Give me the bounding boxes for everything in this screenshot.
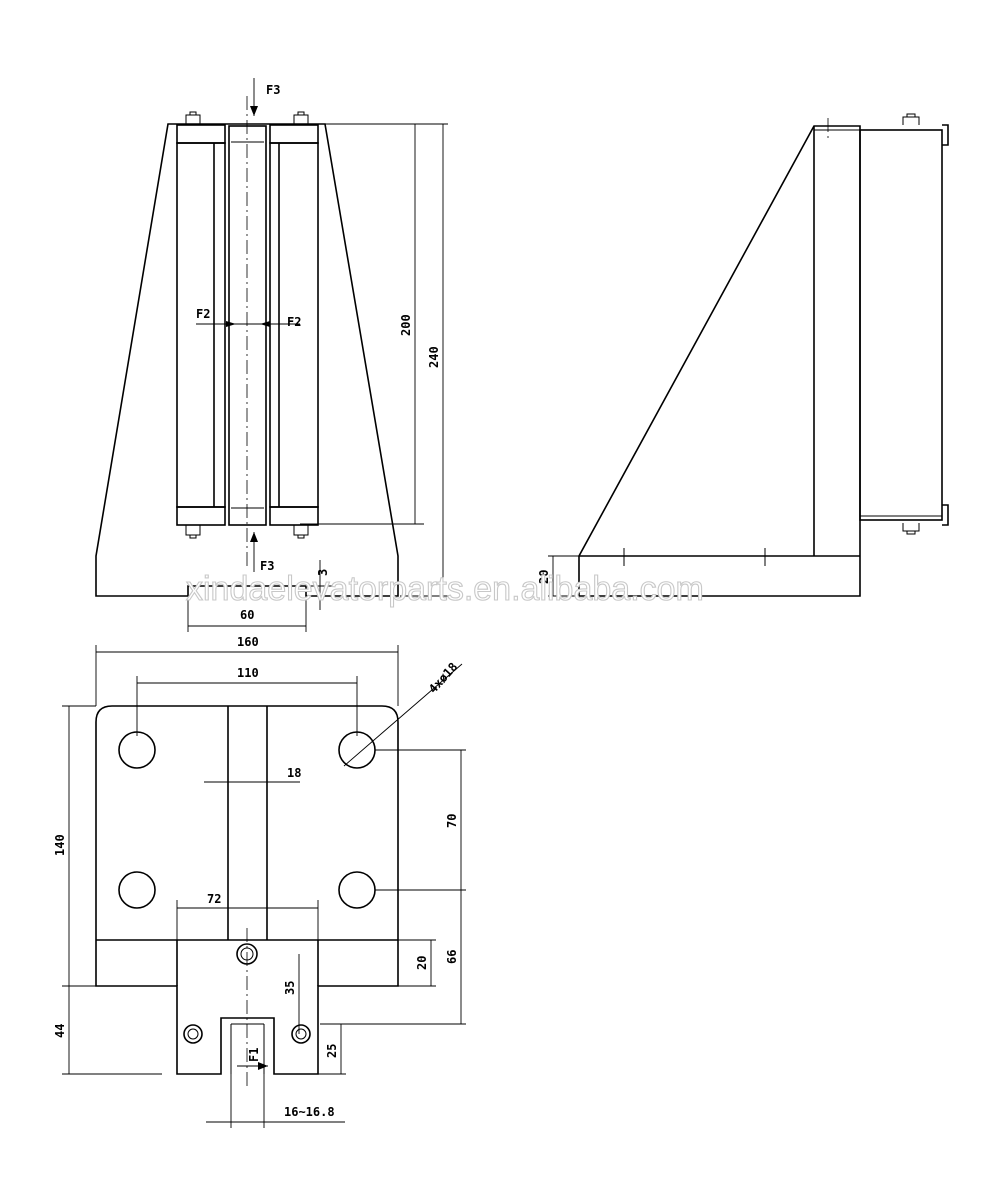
dimension-18: 18 (287, 766, 301, 780)
dimension-200: 200 (399, 314, 413, 336)
dimension-72: 72 (207, 892, 221, 906)
dimension-60: 60 (240, 608, 254, 622)
dimension-3: 3 (316, 569, 330, 576)
force-label-f2-left: F2 (196, 307, 210, 321)
force-label-f2-right: F2 (287, 315, 301, 329)
side-elevation-view (548, 113, 949, 597)
force-label-f3-bottom: F3 (260, 559, 274, 573)
dimension-110: 110 (237, 666, 259, 680)
dimension-20-front: 20 (415, 956, 429, 970)
force-label-f3-top: F3 (266, 83, 280, 97)
dimension-70: 70 (445, 814, 459, 828)
front-elevation-view (95, 78, 448, 632)
dimension-25: 25 (325, 1044, 339, 1058)
plan-view (62, 645, 466, 1128)
dimension-240: 240 (427, 346, 441, 368)
dimension-140: 140 (53, 834, 67, 856)
dimension-16-16-8: 16~16.8 (284, 1105, 335, 1119)
force-label-f1: F1 (247, 1048, 261, 1062)
watermark-text: xindaelevatorparts.en.alibaba.com (186, 570, 704, 608)
dimension-20-side: 20 (537, 570, 551, 584)
dimension-35: 35 (283, 981, 297, 995)
dimension-66: 66 (445, 950, 459, 964)
dimension-44: 44 (53, 1024, 67, 1038)
dimension-160: 160 (237, 635, 259, 649)
hole-callout-4x18: 4xø18 (426, 660, 461, 696)
